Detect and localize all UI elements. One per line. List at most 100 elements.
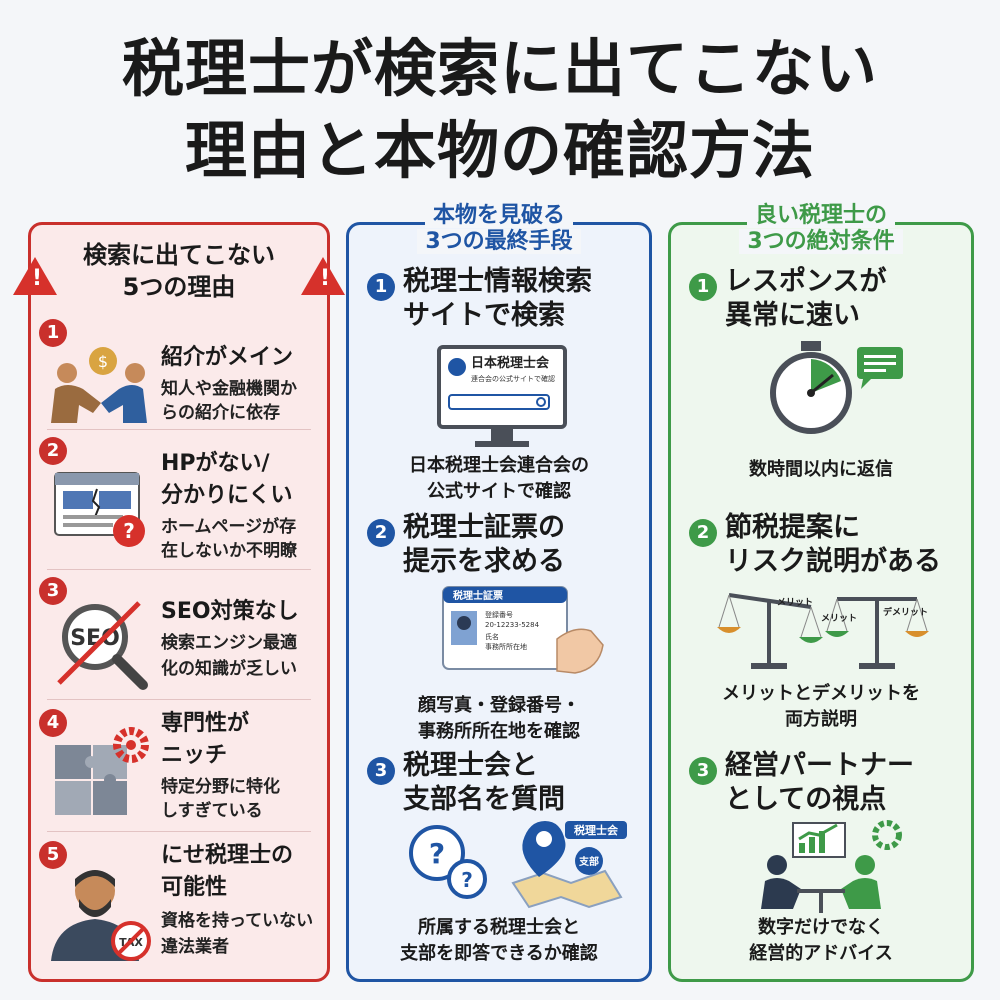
card-header: 税理士証票 <box>453 589 503 602</box>
scale-label-merit: メリット <box>821 613 857 624</box>
warning-icon: ! <box>13 257 57 295</box>
conditions-heading-line-2: 3つの絶対条件 <box>739 229 903 254</box>
reason-title: 可能性 <box>161 875 228 900</box>
handshake-icon: $ <box>51 347 147 423</box>
verification-heading-line-1: 本物を見破る <box>424 203 573 228</box>
condition-title: 節税提案に <box>725 512 860 543</box>
step-title: サイトで検索 <box>403 300 565 331</box>
step-title: 税理士会と <box>403 750 538 781</box>
divider <box>47 699 311 700</box>
reason-desc: 資格を持っていない <box>161 911 314 931</box>
condition-caption: 経営的アドバイス <box>749 943 893 964</box>
reason-title: HPがない/ <box>161 451 270 476</box>
divider <box>47 569 311 570</box>
conditions-heading: 良い税理士の 3つの絶対条件 <box>671 203 971 255</box>
reason-title: 専門性が <box>161 711 250 736</box>
condition-title: としての視点 <box>725 784 887 815</box>
step-caption: 顔写真・登録番号・ <box>418 695 580 716</box>
search-icon <box>536 397 546 407</box>
title-line-2: 理由と本物の確認方法 <box>184 114 815 187</box>
monitor-icon: 日本税理士会 連合会の公式サイトで確認 <box>437 345 567 447</box>
condition-number-badge: 3 <box>689 757 717 785</box>
broken-website-icon: ? <box>54 472 145 547</box>
verification-heading: 本物を見破る 3つの最終手段 <box>349 203 649 255</box>
card-field: 事務所所在地 <box>485 642 527 651</box>
stopwatch-icon <box>770 341 903 434</box>
condition-number-badge: 1 <box>689 273 717 301</box>
reason-desc: らの紹介に依存 <box>161 403 280 423</box>
reason-number-badge: 5 <box>39 841 67 869</box>
reason-desc: ホームページが存 <box>161 517 297 537</box>
scale-label-merit: メリット <box>777 597 813 608</box>
step-title: 税理士証票の <box>403 512 565 543</box>
scale-label-demerit: デメリット <box>883 606 928 618</box>
seo-magnifier-icon: SEO <box>57 601 148 690</box>
reasons-heading-line-1: 検索に出てこない <box>83 241 275 269</box>
condition-caption: 数字だけでなく <box>758 917 884 938</box>
step-caption: 支部を即答できるか確認 <box>400 943 598 964</box>
reason-title: SEO対策なし <box>161 599 299 624</box>
svg-text:?: ? <box>429 837 445 870</box>
reason-desc: しすぎている <box>161 801 263 821</box>
condition-caption: メリットとデメリットを <box>722 683 920 704</box>
step-title: 提示を求める <box>403 546 565 577</box>
condition-number-badge: 2 <box>689 519 717 547</box>
condition-title: リスク説明がある <box>725 546 941 577</box>
reason-desc: 化の知識が乏しい <box>161 659 297 679</box>
scales-icon: メリット メリット デメリット <box>717 593 929 669</box>
reason-number-badge: 4 <box>39 709 67 737</box>
reason-desc: 特定分野に特化 <box>161 777 280 797</box>
gear-icon <box>872 820 902 850</box>
reasons-heading: 検索に出てこない 5つの理由 <box>31 239 327 303</box>
reason-desc: 検索エンジン最適 <box>161 633 297 653</box>
condition-title: 経営パートナー <box>725 750 914 781</box>
svg-text:$: $ <box>98 352 108 371</box>
site-sub: 連合会の公式サイトで確認 <box>471 374 555 383</box>
reason-number-badge: 2 <box>39 437 67 465</box>
condition-caption: 数時間以内に返信 <box>749 459 893 480</box>
page-title: 税理士が検索に出てこない 理由と本物の確認方法 <box>0 28 1000 192</box>
title-line-1: 税理士が検索に出てこない <box>121 32 878 105</box>
step-number-badge: 3 <box>367 757 395 785</box>
reason-number-badge: 3 <box>39 577 67 605</box>
divider <box>47 831 311 832</box>
condition-title: レスポンスが <box>725 266 887 297</box>
conditions-panel: 良い税理士の 3つの絶対条件 1 レスポンスが 異常に速い 数時間以内に返信 2… <box>668 203 974 982</box>
map-tag: 税理士会 <box>574 823 619 837</box>
conditions-heading-line-1: 良い税理士の <box>746 203 895 228</box>
license-card-icon: 税理士証票 登録番号 20-12233-5284 氏名 事務所所在地 <box>442 586 604 674</box>
fake-advisor-icon: TAX <box>51 870 151 961</box>
map-pin-label: 支部 <box>578 855 599 868</box>
svg-text:?: ? <box>123 519 135 543</box>
question-bubbles-icon: ? ? <box>409 825 487 899</box>
card-field: 20-12233-5284 <box>485 621 540 629</box>
condition-caption: 両方説明 <box>785 709 857 730</box>
step-caption: 公式サイトで確認 <box>427 481 571 502</box>
reason-title: ニッチ <box>161 743 228 768</box>
card-field: 氏名 <box>485 632 499 641</box>
reason-number-badge: 1 <box>39 319 67 347</box>
reason-desc: 違法業者 <box>161 937 229 957</box>
step-title: 支部名を質問 <box>403 784 565 815</box>
condition-title: 異常に速い <box>725 300 860 331</box>
reason-title: にせ税理士の <box>161 843 294 868</box>
reason-title: 分かりにくい <box>161 483 293 508</box>
reason-title: 紹介がメイン <box>161 345 294 370</box>
step-number-badge: 1 <box>367 273 395 301</box>
business-meeting-icon <box>761 820 902 913</box>
divider <box>47 429 311 430</box>
site-name: 日本税理士会 <box>471 355 550 371</box>
warning-icon: ! <box>301 257 345 295</box>
step-caption: 日本税理士会連合会の <box>409 455 589 476</box>
step-number-badge: 2 <box>367 519 395 547</box>
reasons-heading-line-2: 5つの理由 <box>122 273 236 301</box>
reason-desc: 知人や金融機関か <box>161 379 297 399</box>
card-field: 登録番号 <box>485 610 513 619</box>
verification-panel: 本物を見破る 3つの最終手段 1 税理士情報検索 サイトで検索 日本税理士会 連… <box>346 203 652 982</box>
step-title: 税理士情報検索 <box>403 266 592 297</box>
step-caption: 所属する税理士会と <box>418 917 580 938</box>
svg-text:?: ? <box>461 868 473 892</box>
verification-heading-line-2: 3つの最終手段 <box>417 229 581 254</box>
reasons-panel: ! ! 検索に出てこない 5つの理由 1 $ 紹介がメイン 知人や金融機関か ら… <box>13 222 345 982</box>
reason-desc: 在しないか不明瞭 <box>161 541 297 561</box>
